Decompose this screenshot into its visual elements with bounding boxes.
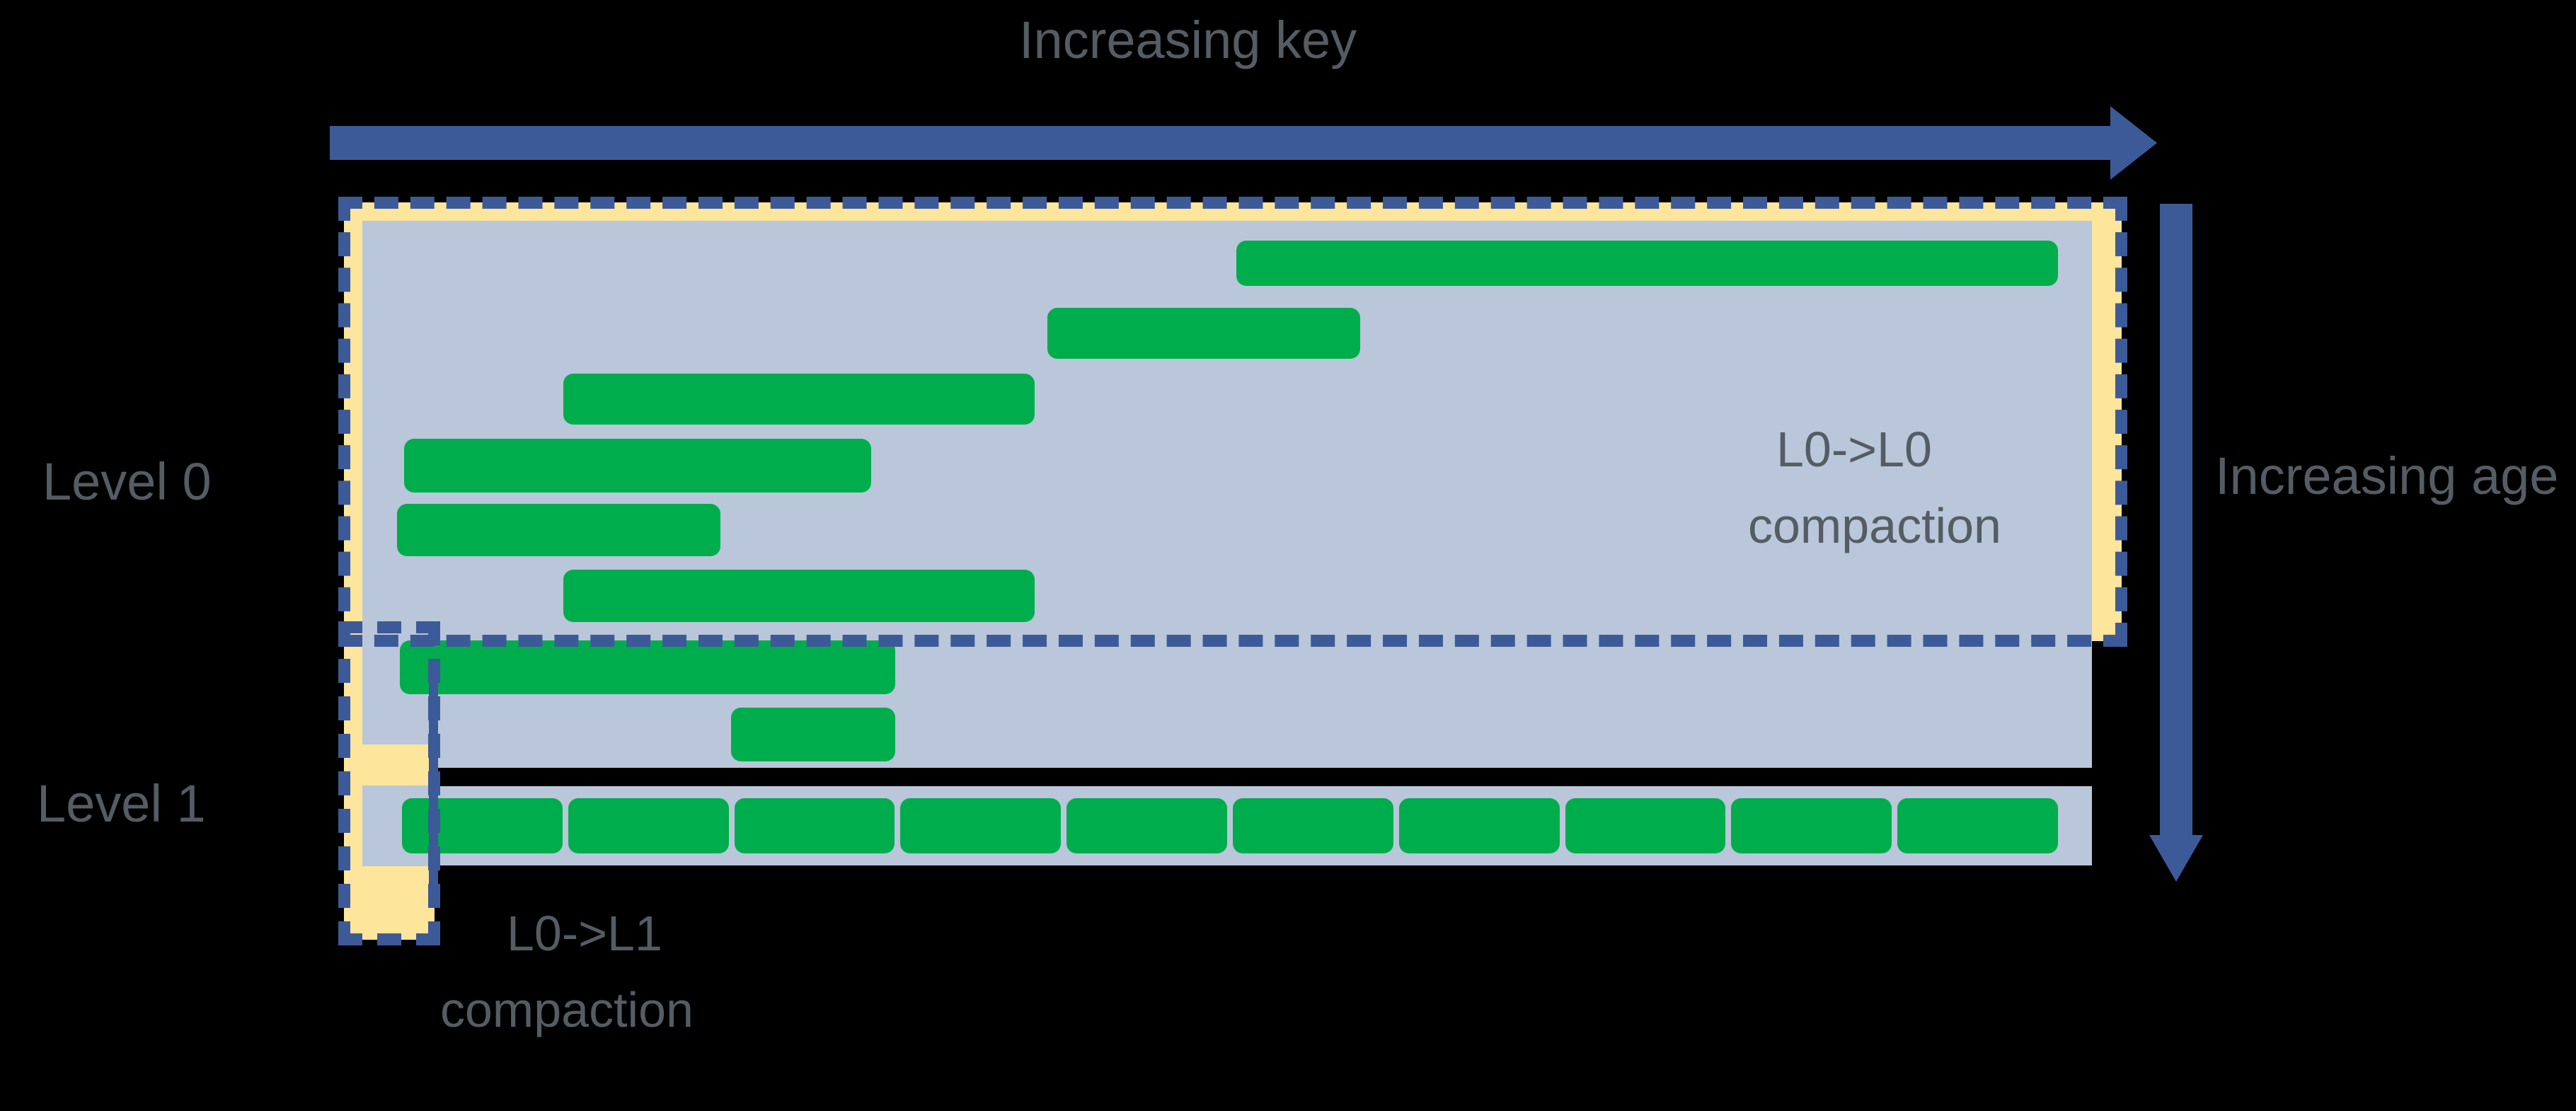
level0-sst-file	[397, 504, 720, 556]
l0-to-l1-annotation-line1: L0->L1	[507, 906, 662, 961]
level0-label: Level 0	[42, 452, 212, 511]
level1-sst-block	[1565, 798, 1726, 853]
l0-to-l0-annotation-line1: L0->L0	[1776, 422, 1932, 477]
level1-sst-block	[1897, 798, 2058, 853]
arrow-right-icon	[330, 126, 2113, 160]
level0-sst-file	[404, 439, 871, 493]
arrow-right-head-icon	[2110, 106, 2157, 180]
level0-sst-file	[1047, 308, 1360, 359]
level1-sst-block	[734, 798, 895, 853]
l0-to-l1-annotation-line2: compaction	[440, 982, 694, 1037]
arrow-down-head-icon	[2149, 835, 2203, 882]
l0-to-l0-compaction-box[interactable]	[338, 197, 2127, 647]
level1-sst-block	[1233, 798, 1393, 853]
level0-sst-file	[563, 570, 1035, 622]
arrow-down-icon	[2160, 204, 2192, 841]
level-divider	[435, 768, 2092, 786]
level1-sst-block	[1398, 798, 1560, 853]
level0-sst-file	[731, 708, 895, 761]
level1-sst-block	[900, 798, 1062, 853]
axis-label-increasing-key: Increasing key	[1019, 11, 1357, 69]
level0-sst-file	[1236, 241, 2058, 286]
level0-sst-file	[563, 374, 1035, 425]
l0-to-l1-yellow-band	[362, 744, 435, 785]
level0-sst-file	[400, 640, 895, 694]
level1-sst-block	[1066, 798, 1227, 853]
level1-sst-block	[1731, 798, 1892, 853]
axis-label-increasing-age: Increasing age	[2215, 447, 2559, 505]
level1-sst-block	[568, 798, 729, 853]
level1-label: Level 1	[37, 774, 206, 833]
l0-to-l0-annotation-line2: compaction	[1748, 498, 2001, 553]
l0-to-l1-right-edge	[429, 665, 438, 906]
l0-to-l1-compaction-box[interactable]	[338, 621, 440, 945]
